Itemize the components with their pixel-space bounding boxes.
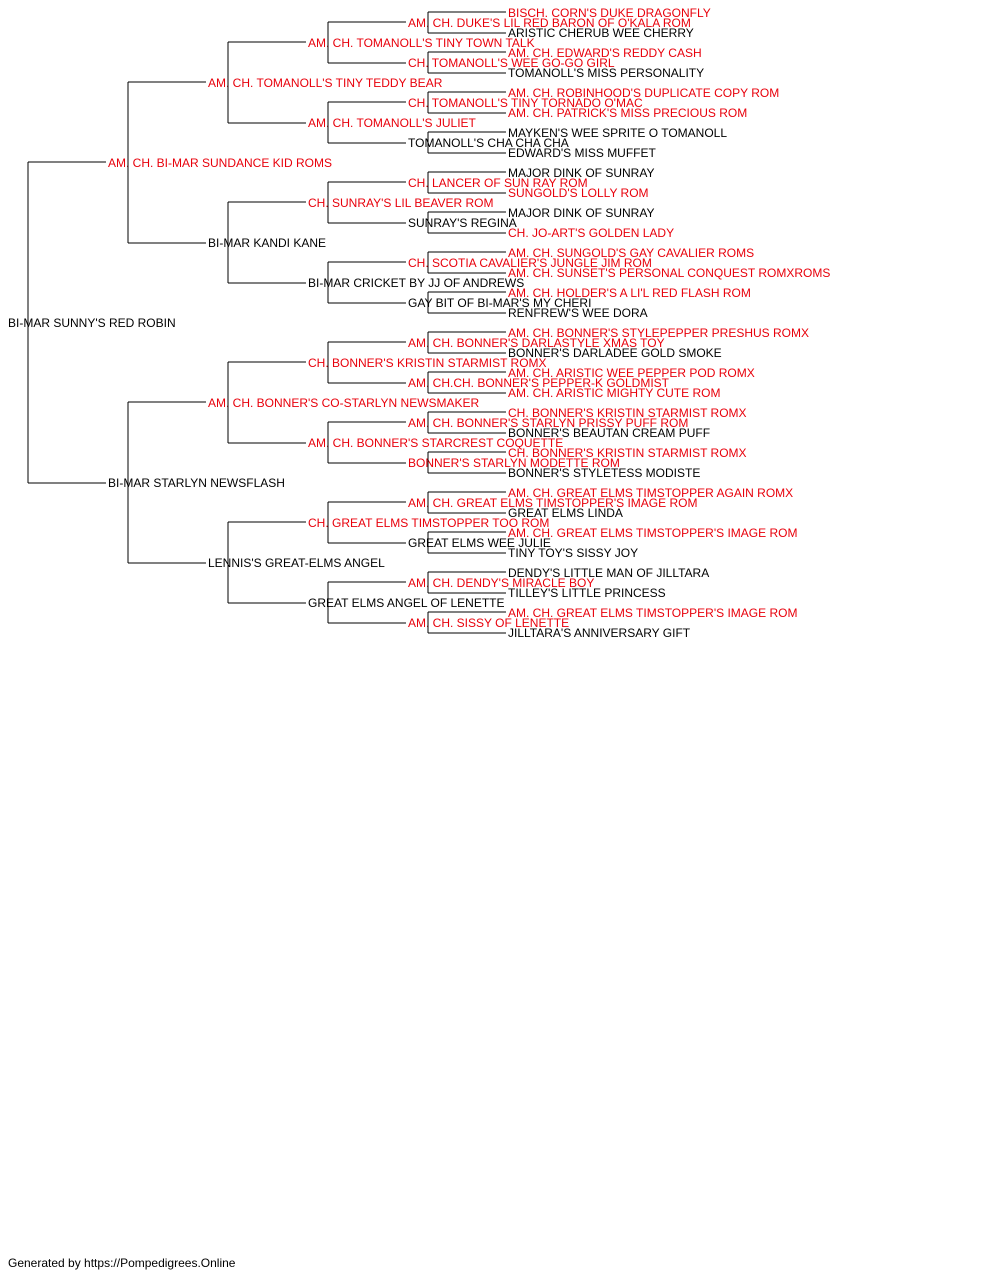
- pedigree-name-sire-dam-dam-dam-sire: AM. CH. HOLDER'S A LI'L RED FLASH ROM: [508, 286, 751, 300]
- pedigree-name-dam-dam-dam-dam-sire: AM. CH. GREAT ELMS TIMSTOPPER'S IMAGE RO…: [508, 606, 797, 620]
- pedigree-name-sire-sire-sire: AM. CH. TOMANOLL'S TINY TOWN TALK: [308, 36, 535, 50]
- pedigree-name-sire-sire: AM. CH. TOMANOLL'S TINY TEDDY BEAR: [208, 76, 443, 90]
- pedigree-name-dam-sire-dam-dam: BONNER'S STARLYN MODETTE ROM: [408, 456, 620, 470]
- pedigree-name-sire-sire-sire-sire-dam: ARISTIC CHERUB WEE CHERRY: [508, 26, 694, 40]
- pedigree-name-dam-dam-dam-sire-dam: TILLEY'S LITTLE PRINCESS: [508, 586, 666, 600]
- pedigree-name-sire-dam-sire-sire-dam: SUNGOLD'S LOLLY ROM: [508, 186, 649, 200]
- pedigree-name-sire-sire-dam-dam-sire: MAYKEN'S WEE SPRITE O TOMANOLL: [508, 126, 727, 140]
- pedigree-name-sire-dam-sire-sire-sire: MAJOR DINK OF SUNRAY: [508, 166, 654, 180]
- pedigree-name-sire-sire-dam-dam-dam: EDWARD'S MISS MUFFET: [508, 146, 657, 160]
- pedigree-name-dam-dam: LENNIS'S GREAT-ELMS ANGEL: [208, 556, 385, 570]
- pedigree-name-dam-dam-sire-sire-sire: AM. CH. GREAT ELMS TIMSTOPPER AGAIN ROMX: [508, 486, 793, 500]
- footer-credit: Generated by https://Pompedigrees.Online: [8, 1256, 236, 1270]
- pedigree-name-sire-sire-dam-dam: TOMANOLL'S CHA CHA CHA: [408, 136, 569, 150]
- pedigree-name-dam-dam-sire: CH. GREAT ELMS TIMSTOPPER TOO ROM: [308, 516, 549, 530]
- pedigree-name-dam-dam-dam: GREAT ELMS ANGEL OF LENETTE: [308, 596, 505, 610]
- pedigree-name-sire-sire-sire-dam-dam: TOMANOLL'S MISS PERSONALITY: [508, 66, 704, 80]
- pedigree-name-sire-sire-sire-sire: AM. CH. DUKE'S LIL RED BARON OF O'KALA R…: [408, 16, 691, 30]
- pedigree-name-sire-dam-sire-dam: SUNRAY'S REGINA: [408, 216, 517, 230]
- pedigree-name-dam-sire-sire-dam-sire: AM. CH. ARISTIC WEE PEPPER POD ROMX: [508, 366, 755, 380]
- pedigree-name-sire-sire-dam: AM. CH. TOMANOLL'S JULIET: [308, 116, 477, 130]
- pedigree-name-sire-dam-sire: CH. SUNRAY'S LIL BEAVER ROM: [308, 196, 493, 210]
- pedigree-name-dam-sire-dam-dam-sire: CH. BONNER'S KRISTIN STARMIST ROMX: [508, 446, 747, 460]
- pedigree-name-sire-sire-sire-dam-sire: AM. CH. EDWARD'S REDDY CASH: [508, 46, 702, 60]
- pedigree-name-dam: BI-MAR STARLYN NEWSFLASH: [108, 476, 285, 490]
- pedigree-name-sire-sire-sire-sire-sire: BISCH. CORN'S DUKE DRAGONFLY: [508, 6, 711, 20]
- pedigree-name-dam-sire-sire-dam: AM. CH.CH. BONNER'S PEPPER-K GOLDMIST: [408, 376, 670, 390]
- pedigree-name-dam-dam-dam-sire-sire: DENDY'S LITTLE MAN OF JILLTARA: [508, 566, 709, 580]
- pedigree-name-sire-dam-dam-sire: CH. SCOTIA CAVALIER'S JUNGLE JIM ROM: [408, 256, 652, 270]
- pedigree-name-dam-dam-sire-sire-dam: GREAT ELMS LINDA: [508, 506, 623, 520]
- pedigree-name-dam-sire-dam-sire: AM. CH. BONNER'S STARLYN PRISSY PUFF ROM: [408, 416, 688, 430]
- pedigree-name-dam-dam-sire-sire: AM. CH. GREAT ELMS TIMSTOPPER'S IMAGE RO…: [408, 496, 697, 510]
- pedigree-name-dam-dam-sire-dam-sire: AM. CH. GREAT ELMS TIMSTOPPER'S IMAGE RO…: [508, 526, 797, 540]
- pedigree-name-dam-sire-sire: CH. BONNER'S KRISTIN STARMIST ROMX: [308, 356, 547, 370]
- pedigree-name-dam-sire-dam-sire-dam: BONNER'S BEAUTAN CREAM PUFF: [508, 426, 710, 440]
- pedigree-name-dam-sire-sire-sire-dam: BONNER'S DARLADEE GOLD SMOKE: [508, 346, 722, 360]
- pedigree-name-sire: AM. CH. BI-MAR SUNDANCE KID ROMS: [108, 156, 332, 170]
- pedigree-name-dam-dam-sire-dam: GREAT ELMS WEE JULIE: [408, 536, 551, 550]
- pedigree-name-sire-dam-dam-dam: GAY BIT OF BI-MAR'S MY CHERI: [408, 296, 591, 310]
- pedigree-name-sire-dam-sire-sire: CH. LANCER OF SUN RAY ROM: [408, 176, 588, 190]
- pedigree-name-sire-sire-dam-sire-sire: AM. CH. ROBINHOOD'S DUPLICATE COPY ROM: [508, 86, 779, 100]
- pedigree-name-sire-sire-dam-sire-dam: AM. CH. PATRICK'S MISS PRECIOUS ROM: [508, 106, 747, 120]
- pedigree-name-root: BI-MAR SUNNY'S RED ROBIN: [8, 316, 176, 330]
- pedigree-name-sire-sire-sire-dam: CH. TOMANOLL'S WEE GO-GO GIRL: [408, 56, 615, 70]
- pedigree-name-dam-sire-sire-sire-sire: AM. CH. BONNER'S STYLEPEPPER PRESHUS ROM…: [508, 326, 809, 340]
- pedigree-name-dam-sire-dam-dam-dam: BONNER'S STYLETESS MODISTE: [508, 466, 700, 480]
- pedigree-name-dam-sire: AM. CH. BONNER'S CO-STARLYN NEWSMAKER: [208, 396, 480, 410]
- pedigree-name-sire-dam-dam-sire-sire: AM. CH. SUNGOLD'S GAY CAVALIER ROMS: [508, 246, 754, 260]
- pedigree-name-dam-sire-dam: AM. CH. BONNER'S STARCREST COQUETTE: [308, 436, 563, 450]
- pedigree-name-sire-dam-sire-dam-sire: MAJOR DINK OF SUNRAY: [508, 206, 654, 220]
- pedigree-name-dam-sire-dam-sire-sire: CH. BONNER'S KRISTIN STARMIST ROMX: [508, 406, 747, 420]
- pedigree-name-sire-dam-dam-dam-dam: RENFREW'S WEE DORA: [508, 306, 648, 320]
- pedigree-name-dam-sire-sire-dam-dam: AM. CH. ARISTIC MIGHTY CUTE ROM: [508, 386, 720, 400]
- pedigree-name-sire-dam: BI-MAR KANDI KANE: [208, 236, 326, 250]
- pedigree-name-sire-sire-dam-sire: CH. TOMANOLL'S TINY TORNADO O'MAC: [408, 96, 643, 110]
- pedigree-name-sire-dam-dam-sire-dam: AM. CH. SUNSET'S PERSONAL CONQUEST ROMXR…: [508, 266, 830, 280]
- pedigree-name-dam-dam-dam-dam: AM. CH. SISSY OF LENETTE: [408, 616, 569, 630]
- pedigree-name-dam-dam-sire-dam-dam: TINY TOY'S SISSY JOY: [508, 546, 638, 560]
- pedigree-name-sire-dam-dam: BI-MAR CRICKET BY JJ OF ANDREWS: [308, 276, 524, 290]
- pedigree-name-sire-dam-sire-dam-dam: CH. JO-ART'S GOLDEN LADY: [508, 226, 674, 240]
- pedigree-name-dam-sire-sire-sire: AM. CH. BONNER'S DARLASTYLE XMAS TOY: [408, 336, 665, 350]
- pedigree-name-dam-dam-dam-sire: AM. CH. DENDY'S MIRACLE BOY: [408, 576, 594, 590]
- pedigree-name-dam-dam-dam-dam-dam: JILLTARA'S ANNIVERSARY GIFT: [508, 626, 691, 640]
